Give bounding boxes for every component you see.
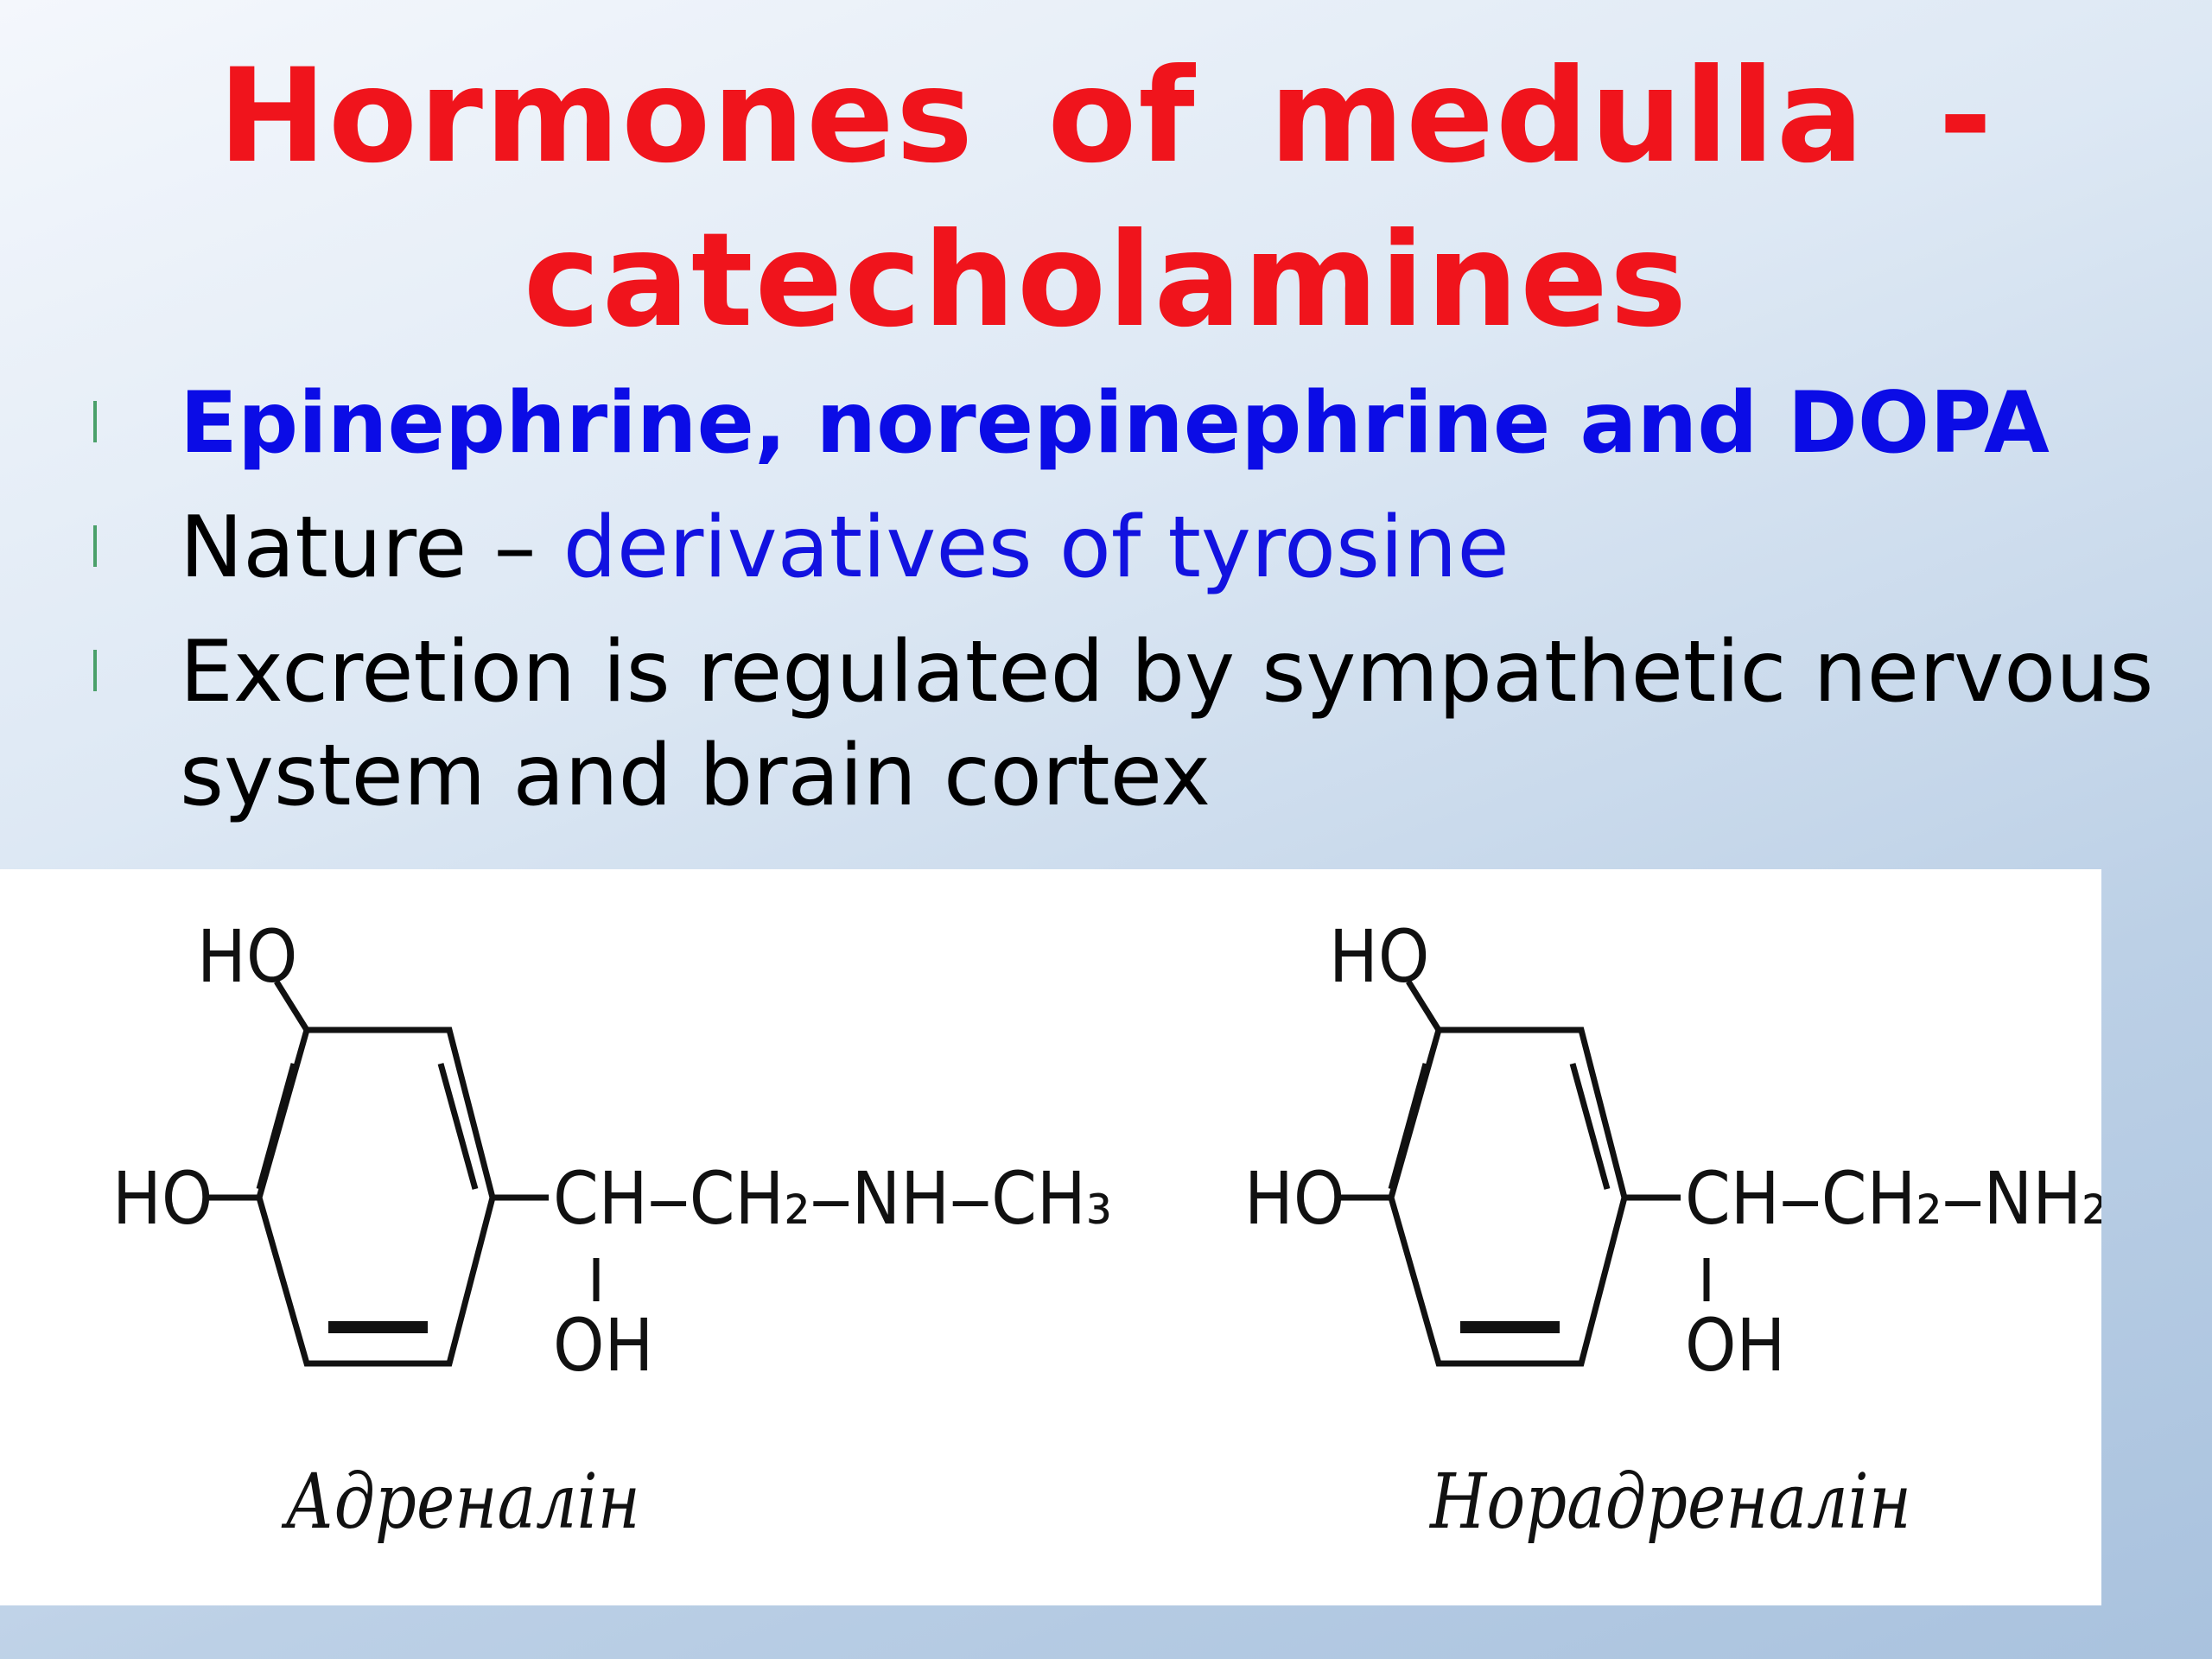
ho-left-label: HO (1244, 1156, 1344, 1241)
ho-left-label: HO (112, 1156, 213, 1241)
ho-top-label: HO (197, 914, 297, 999)
bullet-marker-icon (93, 650, 97, 691)
bullet-item: Epinephrine, norepinephrine and DOPA (86, 372, 2160, 475)
bullet-highlight: derivatives of tyrosine (563, 499, 1510, 597)
bullet-marker-icon (93, 525, 97, 567)
side-chain-label: CH‒CH₂‒NH‒CH₃ (553, 1156, 1112, 1241)
bullet-item: Excretion is regulated by sympathetic ne… (86, 620, 2160, 828)
ho-top-label: HO (1329, 914, 1429, 999)
title-line-1: Hormones of medulla - (218, 41, 1994, 192)
slide-title: Hormones of medulla - catecholamines (0, 35, 2212, 363)
bullet-text: Epinephrine, norepinephrine and DOPA (180, 374, 2050, 473)
title-line-2: catecholamines (523, 206, 1689, 356)
bullet-prefix: Nature – (180, 499, 563, 597)
epinephrine-caption: Адреналін (285, 1457, 640, 1546)
oh-label: OH (553, 1303, 653, 1388)
bullet-text: Excretion is regulated by sympathetic ne… (180, 623, 2154, 825)
bullet-marker-icon (93, 401, 97, 442)
bullet-item: Nature – derivatives of tyrosine (86, 496, 2160, 600)
bullet-list: Epinephrine, norepinephrine and DOPA Nat… (86, 372, 2160, 828)
epinephrine-structure (207, 980, 600, 1367)
oh-label: OH (1685, 1303, 1785, 1388)
structural-formulas-image: HO HO CH‒CH₂‒NH‒CH₃ OH HO HO CH‒CH₂‒NH₂ (0, 869, 2101, 1605)
norepinephrine-caption: Норадреналін (1430, 1457, 1911, 1546)
norepinephrine-structure (1339, 980, 1710, 1367)
side-chain-label: CH‒CH₂‒NH₂ (1685, 1156, 2101, 1241)
